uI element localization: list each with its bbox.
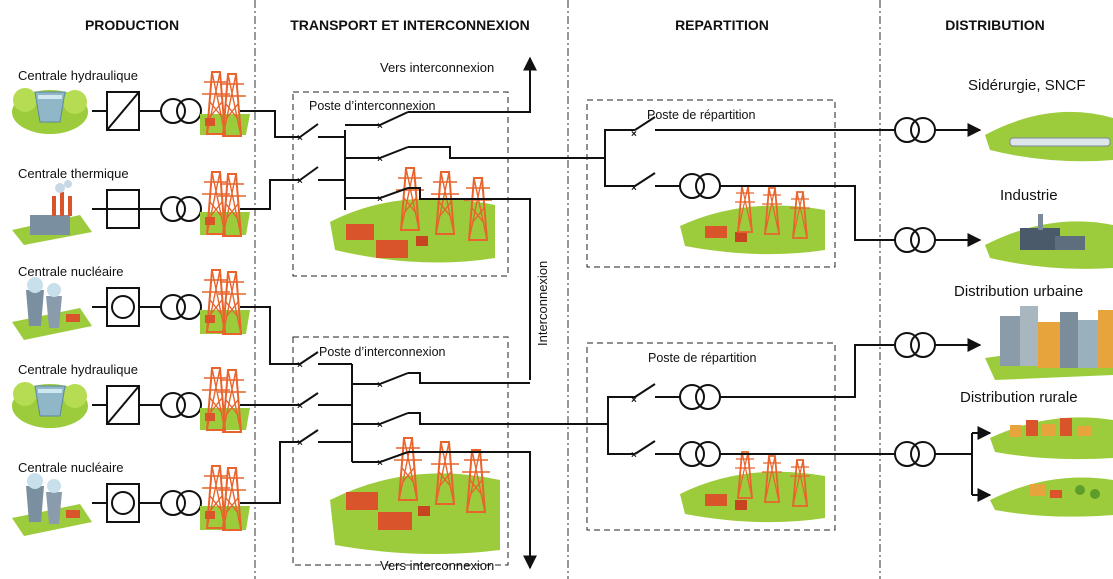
svg-text:×: × [631,183,637,194]
vers-interconnexion-top: Vers interconnexion [380,60,494,75]
svg-text:×: × [297,133,303,144]
nuclear-plant-icon [12,277,92,340]
village-icon [990,417,1113,460]
transformer-icon [679,441,721,467]
svg-text:×: × [631,395,637,406]
transformer-icon [894,441,936,467]
plant-label: Centrale thermique [18,166,129,181]
transport-wiring-top [240,56,605,380]
svg-text:×: × [297,401,303,412]
transformer-icon [160,98,202,124]
farm-icon [990,477,1113,517]
transformer-icon [894,332,936,358]
svg-text:×: × [377,458,383,469]
train-icon [985,111,1113,162]
transport-wiring-bottom [240,306,608,570]
svg-text:×: × [377,121,383,132]
plant-nucleaire-2: Centrale nucléaire [12,460,250,536]
nuclear-plant-icon [12,473,92,536]
transformer-icon [160,490,202,516]
pylon-icon [200,465,250,531]
transformer-icon [160,196,202,222]
svg-text:×: × [377,154,383,165]
svg-text:×: × [297,438,303,449]
plant-nucleaire-1: Centrale nucléaire [12,264,250,340]
poste-label: Poste d’interconnexion [319,345,446,359]
dam-icon [12,88,88,134]
svg-text:×: × [631,129,637,140]
svg-text:×: × [297,360,303,371]
svg-text:×: × [377,194,383,205]
consumer-label: Sidérurgie, SNCF [968,77,1086,94]
city-icon [985,306,1113,380]
poste-label: Poste d’interconnexion [309,99,436,113]
transformer-icon [894,227,936,253]
switch-marks: × × × × × × × × × × × × × × × [297,121,637,469]
interconnexion-label: Interconnexion [535,261,550,346]
consumer-label: Industrie [1000,187,1058,204]
repartition-wiring-top [604,116,895,241]
consumer-label: Distribution rurale [960,389,1078,406]
substation-icon [680,451,825,523]
poste-repartition-top [586,99,836,268]
header-production: PRODUCTION [85,17,179,33]
vers-interconnexion-bottom: Vers interconnexion [380,558,494,573]
pylon-icon [200,71,250,137]
svg-text:×: × [377,420,383,431]
plant-label: Centrale hydraulique [18,68,138,83]
thermal-plant-icon [12,180,92,245]
transformer-icon [894,117,936,143]
transformer-icon [160,294,202,320]
svg-text:×: × [297,176,303,187]
header-repartition: REPARTITION [675,17,769,33]
dam-icon [12,382,88,428]
pylon-icon [200,171,250,237]
svg-text:×: × [631,450,637,461]
transformer-icon [679,173,721,199]
substation-icon [330,437,500,554]
header-distribution: DISTRIBUTION [945,17,1045,33]
plant-label: Centrale hydraulique [18,362,138,377]
poste-interconnexion-top [292,91,509,277]
consumer-label: Distribution urbaine [954,283,1083,300]
plant-hydraulique-2: Centrale hydraulique [12,362,250,433]
repartition-wiring-bottom [607,344,895,455]
poste-label: Poste de répartition [647,108,755,122]
plant-hydraulique-1: Centrale hydraulique [12,68,250,137]
factory-icon [985,214,1113,269]
plant-label: Centrale nucléaire [18,460,124,475]
header-transport: TRANSPORT ET INTERCONNEXION [290,17,530,33]
poste-interconnexion-bottom [292,336,509,566]
pylon-icon [200,367,250,433]
transformer-icon [160,392,202,418]
substation-icon [330,167,495,263]
substation-icon [680,185,825,255]
svg-text:×: × [377,380,383,391]
transformer-icon [679,384,721,410]
plant-label: Centrale nucléaire [18,264,124,279]
pylon-icon [200,269,250,335]
poste-repartition-bottom [586,342,836,531]
poste-label: Poste de répartition [648,351,756,365]
production-connectors [92,110,161,504]
plant-thermique: Centrale thermique [12,166,250,245]
